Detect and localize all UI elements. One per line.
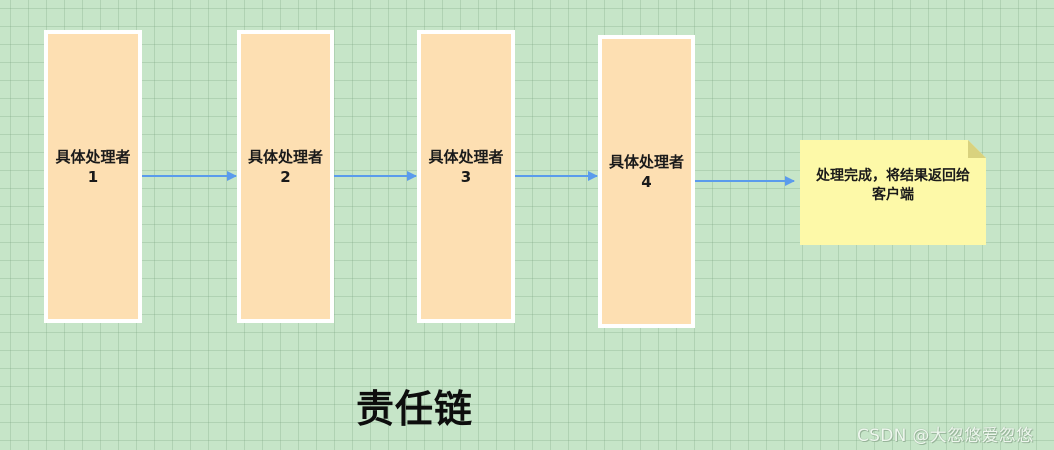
watermark: CSDN @大忽悠爱忽悠 [857,426,1034,446]
handler-box-1: 具体处理者1 [44,30,142,323]
result-note: 处理完成，将结果返回给客户端 [800,140,986,245]
result-note-text: 处理完成，将结果返回给客户端 [816,168,970,203]
handler-label-4: 具体处理者4 [608,152,684,191]
note-shape-icon [800,140,986,245]
handler-label-3: 具体处理者3 [428,147,504,186]
diagram-title: 责任链 [356,387,474,431]
handler-box-2: 具体处理者2 [237,30,334,323]
handler-box-3: 具体处理者3 [417,30,515,323]
handler-label-1: 具体处理者1 [55,147,131,186]
handler-box-4: 具体处理者4 [598,35,695,328]
handler-label-2: 具体处理者2 [247,147,323,186]
